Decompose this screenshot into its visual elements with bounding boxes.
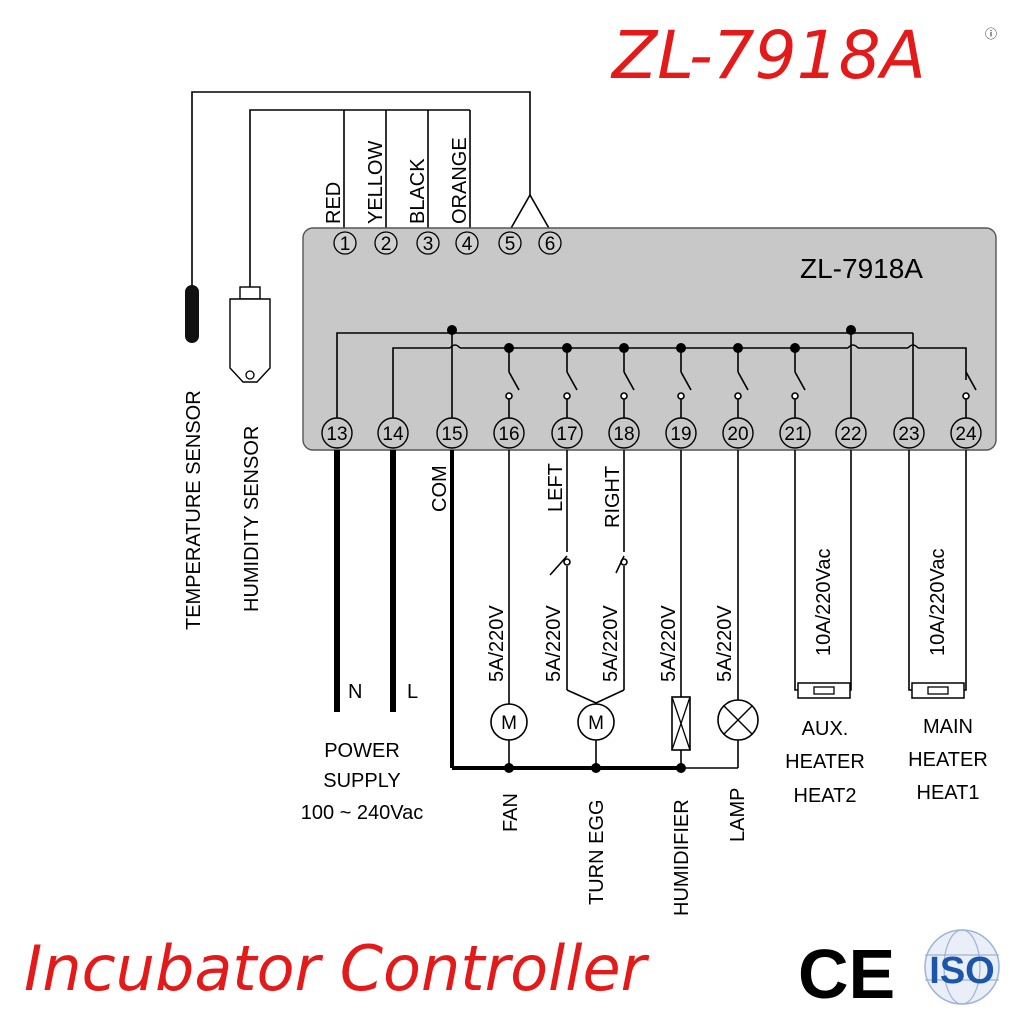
power-n-label: N bbox=[348, 681, 362, 703]
terminal-22: 22 bbox=[835, 417, 867, 449]
relay-contacts bbox=[505, 348, 977, 420]
controller-body bbox=[302, 227, 997, 451]
terminal-21: 21 bbox=[779, 417, 811, 449]
svg-text:17: 17 bbox=[556, 424, 577, 445]
aux-heater-line3: HEAT2 bbox=[794, 785, 857, 807]
top-terminal-4: 4 bbox=[455, 231, 479, 255]
iso-text: ISO bbox=[929, 950, 994, 992]
temperature-sensor-label: TEMPERATURE SENSOR bbox=[183, 390, 205, 630]
top-terminal-3: 3 bbox=[416, 231, 440, 255]
top-terminal-6: 6 bbox=[538, 231, 562, 255]
power-l-label: L bbox=[407, 681, 418, 703]
terminal-13: 13 bbox=[321, 417, 353, 449]
humidity-sensor-icon bbox=[229, 286, 271, 383]
top-terminal-5: 5 bbox=[498, 231, 522, 255]
rating-humidifier: 5A/220V bbox=[658, 605, 680, 682]
svg-text:15: 15 bbox=[441, 424, 462, 445]
left-label: LEFT bbox=[545, 463, 567, 512]
humidifier-label: HUMIDIFIER bbox=[671, 799, 693, 916]
power-supply-line3: 100 ~ 240Vac bbox=[301, 802, 424, 824]
terminal-17: 17 bbox=[551, 417, 583, 449]
svg-text:14: 14 bbox=[382, 424, 404, 445]
turn-egg-motor-icon: M bbox=[577, 703, 615, 741]
top-terminal-2: 2 bbox=[374, 231, 398, 255]
svg-text:1: 1 bbox=[340, 234, 351, 255]
fan-motor-icon: M bbox=[490, 703, 528, 741]
com-junction-dots bbox=[504, 763, 686, 773]
rating-turn-left: 5A/220V bbox=[543, 605, 565, 682]
footer-title: Incubator Controller bbox=[24, 932, 650, 1005]
wire-label-yellow: YELLOW bbox=[365, 141, 387, 224]
turn-egg-label: TURN EGG bbox=[586, 799, 608, 905]
svg-text:M: M bbox=[501, 713, 517, 734]
svg-text:M: M bbox=[588, 713, 604, 734]
svg-text:19: 19 bbox=[670, 424, 691, 445]
power-supply-line2: SUPPLY bbox=[323, 770, 400, 792]
svg-text:21: 21 bbox=[784, 424, 805, 445]
svg-text:2: 2 bbox=[381, 234, 392, 255]
power-supply-line1: POWER bbox=[324, 740, 400, 762]
terminal-24: 24 bbox=[950, 417, 982, 449]
temperature-sensor-probe bbox=[185, 285, 199, 343]
terminal-18: 18 bbox=[608, 417, 640, 449]
rating-turn-right: 5A/220V bbox=[600, 605, 622, 682]
lamp-label: LAMP bbox=[727, 788, 749, 842]
main-heater-line1: MAIN bbox=[923, 716, 973, 738]
ce-mark: CE bbox=[798, 935, 895, 1013]
terminal-23: 23 bbox=[893, 417, 925, 449]
right-label: RIGHT bbox=[602, 466, 624, 528]
logo-mark: ⓘ bbox=[985, 27, 997, 41]
wire-label-black: BLACK bbox=[407, 158, 429, 224]
terminal-19: 19 bbox=[665, 417, 697, 449]
svg-text:24: 24 bbox=[955, 424, 977, 445]
rating-lamp: 5A/220V bbox=[714, 605, 736, 682]
fan-label: FAN bbox=[500, 793, 522, 832]
svg-text:5: 5 bbox=[505, 234, 516, 255]
terminal-15: 15 bbox=[436, 417, 468, 449]
lamp-icon bbox=[717, 699, 759, 741]
page-title: ZL-7918A bbox=[610, 17, 926, 94]
rating-aux-heater: 10A/220Vac bbox=[813, 549, 835, 657]
svg-text:23: 23 bbox=[898, 424, 919, 445]
svg-text:16: 16 bbox=[498, 424, 519, 445]
iso-logo: ISO bbox=[924, 929, 1000, 1005]
terminal-20: 20 bbox=[722, 417, 754, 449]
wire-label-red: RED bbox=[323, 182, 345, 224]
svg-text:13: 13 bbox=[326, 424, 347, 445]
svg-text:22: 22 bbox=[840, 424, 861, 445]
humidity-sensor-label: HUMIDITY SENSOR bbox=[241, 426, 263, 612]
com-label: COM bbox=[429, 465, 451, 512]
aux-heater-line2: HEATER bbox=[785, 751, 865, 773]
svg-text:18: 18 bbox=[613, 424, 634, 445]
terminal-16: 16 bbox=[493, 417, 525, 449]
aux-heater-line1: AUX. bbox=[802, 718, 849, 740]
rating-main-heater: 10A/220Vac bbox=[927, 549, 949, 657]
svg-text:20: 20 bbox=[727, 424, 748, 445]
humidifier-icon bbox=[671, 696, 691, 751]
wire-label-orange: ORANGE bbox=[449, 137, 471, 224]
svg-text:6: 6 bbox=[545, 234, 556, 255]
terminal-14: 14 bbox=[377, 417, 409, 449]
svg-text:3: 3 bbox=[423, 234, 434, 255]
controller-model: ZL-7918A bbox=[800, 253, 923, 284]
top-terminal-1: 1 bbox=[333, 231, 357, 255]
rating-fan: 5A/220V bbox=[486, 605, 508, 682]
main-heater-line2: HEATER bbox=[908, 749, 988, 771]
main-heater-line3: HEAT1 bbox=[917, 782, 980, 804]
svg-text:4: 4 bbox=[462, 234, 473, 255]
